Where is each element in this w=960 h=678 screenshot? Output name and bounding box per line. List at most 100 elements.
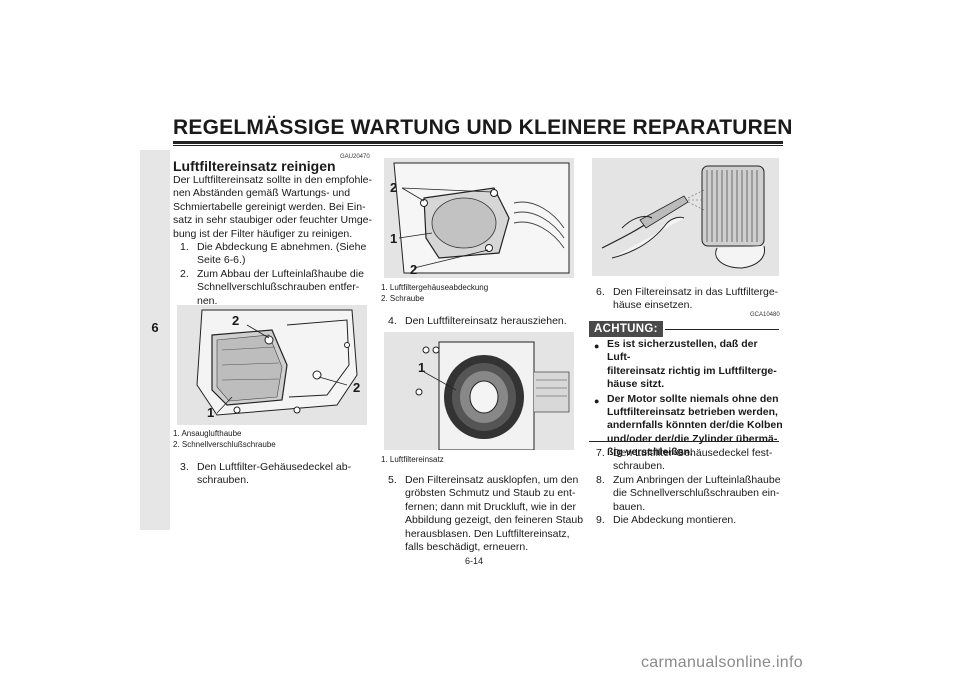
callout-1: 1 (418, 360, 426, 375)
step-line: häuse einsetzen. (613, 299, 693, 312)
callout-2: 2 (353, 380, 361, 395)
section-heading: Luftfiltereinsatz reinigen (173, 158, 336, 174)
step-item: 6. Den Filtereinsatz in das Luftfilterge… (589, 286, 784, 313)
step-number: 7. (596, 447, 605, 459)
compressed-air-illustration (592, 158, 779, 276)
step-line: Den Luftfilter-Gehäusedeckel fest- (613, 447, 773, 459)
figure-caption: 1. Ansauglufthaube 2. Schnellverschlußsc… (173, 428, 373, 450)
callout-2: 2 (410, 262, 418, 277)
step-number: 3. (180, 461, 189, 473)
figure-compressed-air (592, 158, 779, 276)
bullet-line: ßig verschleißen. (607, 446, 693, 459)
bullet-line: Es ist sicherzustellen, daß der Luft- (607, 338, 758, 364)
step-item: 5. Den Filtereinsatz ausklopfen, um den … (381, 474, 586, 554)
caution-bullets: ● Es ist sicherzustellen, daß der Luft- … (589, 338, 783, 461)
step-5: 5. Den Filtereinsatz ausklopfen, um den … (381, 474, 586, 554)
intro-line: Der Luftfiltereinsatz sollte in den empf… (173, 174, 373, 186)
caption-line: 1. Ansauglufthaube (173, 429, 242, 438)
steps-list-col3: 7. Den Luftfilter-Gehäusedeckel fest- sc… (589, 447, 784, 527)
step-item: 1. Die Abdeckung E abnehmen. (Siehe Seit… (173, 241, 373, 268)
caution-rule (665, 329, 779, 330)
step-6: 6. Den Filtereinsatz in das Luftfilterge… (589, 286, 784, 313)
caption-line: 1. Luftfiltereinsatz (381, 455, 444, 464)
figure-caption: 1. Luftfiltergehäuseabdeckung 2. Schraub… (381, 282, 581, 304)
page-title: REGELMÄSSIGE WARTUNG UND KLEINERE REPARA… (173, 116, 793, 139)
step-line: Zum Abbau der Lufteinlaßhaube die (197, 267, 364, 280)
step-number: 8. (596, 473, 605, 486)
callout-1: 1 (207, 405, 215, 420)
caution-end-rule (589, 441, 779, 442)
step-line: Seite 6-6.) (197, 254, 246, 267)
step-line: gröbsten Schmutz und Staub zu ent- (405, 487, 576, 500)
step-line: die Schnellverschlußschrauben ein- (613, 487, 780, 500)
caution-code: GCA10480 (750, 312, 780, 318)
page-number: 6-14 (465, 556, 484, 566)
step-line: herausblasen. Den Luftfiltereinsatz, (405, 527, 570, 540)
intro-line: satz in sehr staubiger oder feuchter Umg… (173, 214, 373, 227)
intro-line: Schmiertabelle gereinigt werden. Bei Ein… (173, 200, 366, 213)
figure-filter-element: 1 (384, 332, 574, 450)
intro-line: bung ist der Filter häufiger zu reinigen… (173, 227, 353, 240)
intro-paragraph: Der Luftfiltereinsatz sollte in den empf… (173, 174, 373, 241)
figure-intake-hood: 2 2 1 (177, 305, 367, 425)
step-line: schrauben. (613, 460, 665, 473)
step-line: Den Filtereinsatz in das Luftfilterge- (613, 286, 779, 298)
bullet-line: häuse sitzt. (607, 378, 665, 391)
step-item: 2. Zum Abbau der Lufteinlaßhaube die Sch… (173, 268, 373, 308)
bullet-line: und/oder der/die Zylinder übermä- (607, 432, 778, 445)
step-line: Schnellverschlußschrauben entfer- (197, 281, 360, 294)
callout-2: 2 (232, 313, 240, 328)
intro-line: nen Abständen gemäß Wartungs- und (173, 187, 351, 200)
step-number: 6. (596, 286, 605, 298)
figure-filter-cover: 2 1 2 (384, 158, 574, 278)
step-line: schrauben. (197, 474, 249, 487)
step-line: Zum Anbringen der Lufteinlaßhaube (613, 473, 781, 486)
step-line: Die Abdeckung E abnehmen. (Siehe (197, 241, 367, 253)
step-number: 1. (180, 241, 189, 253)
bullet-dot-icon: ● (594, 341, 600, 351)
callout-1: 1 (390, 231, 398, 246)
filter-cover-illustration (384, 158, 574, 278)
figure-caption: 1. Luftfiltereinsatz (381, 454, 581, 465)
caption-line: 1. Luftfiltergehäuseabdeckung (381, 283, 489, 292)
step-number: 5. (388, 474, 397, 486)
step-item: 7. Den Luftfilter-Gehäusedeckel fest- sc… (589, 447, 784, 474)
bullet-line: Luftfiltereinsatz betrieben werden, (607, 406, 778, 419)
caption-line: 2. Schnellverschlußschraube (173, 440, 276, 449)
step-number: 2. (180, 267, 189, 280)
step-line: bauen. (613, 500, 646, 513)
intake-hood-illustration (177, 305, 367, 425)
step-line: nen. (197, 294, 218, 307)
step-number: 9. (596, 514, 605, 527)
caution-label: ACHTUNG: (589, 321, 663, 337)
step-number: 4. (388, 315, 397, 327)
caution-box: ACHTUNG: (589, 319, 779, 337)
bullet-line: andernfalls könnten der/die Kolben (607, 419, 783, 432)
bullet-line: Der Motor sollte niemals ohne den (607, 392, 779, 405)
step-line: Abbildung gezeigt, den feineren Staub (405, 514, 584, 527)
step-line: Den Luftfilter-Gehäusedeckel ab- (197, 461, 352, 473)
bullet-line: filtereinsatz richtig im Luftfilterge- (607, 364, 777, 377)
step-line: fernen; dann mit Druckluft, wie in der (405, 500, 576, 513)
watermark: carmanualsonline.info (641, 654, 803, 671)
step-item: 4. Den Luftfiltereinsatz herausziehen. (381, 315, 586, 328)
callout-2: 2 (390, 180, 398, 195)
step-4: 4. Den Luftfiltereinsatz herausziehen. (381, 315, 586, 328)
steps-list-col1: 1. Die Abdeckung E abnehmen. (Siehe Seit… (173, 241, 373, 308)
step-line: Die Abdeckung montieren. (613, 514, 737, 527)
section-code: GAU20470 (340, 154, 370, 160)
step-3: 3. Den Luftfilter-Gehäusedeckel ab- schr… (173, 461, 373, 488)
caution-bullet: ● Es ist sicherzustellen, daß der Luft- … (589, 338, 783, 392)
title-rule (173, 141, 783, 144)
step-item: 9. Die Abdeckung montieren. (589, 514, 784, 527)
chapter-number: 6 (151, 320, 159, 335)
caption-line: 2. Schraube (381, 294, 425, 303)
step-item: 3. Den Luftfilter-Gehäusedeckel ab- schr… (173, 461, 373, 488)
step-line: Den Luftfiltereinsatz herausziehen. (405, 315, 567, 327)
bullet-dot-icon: ● (594, 395, 600, 406)
step-line: falls beschädigt, erneuern. (405, 541, 529, 554)
filter-element-illustration (384, 332, 574, 450)
step-line: Den Filtereinsatz ausklopfen, um den (405, 474, 579, 486)
chapter-tab (140, 150, 170, 530)
title-rule-thin (173, 145, 783, 146)
